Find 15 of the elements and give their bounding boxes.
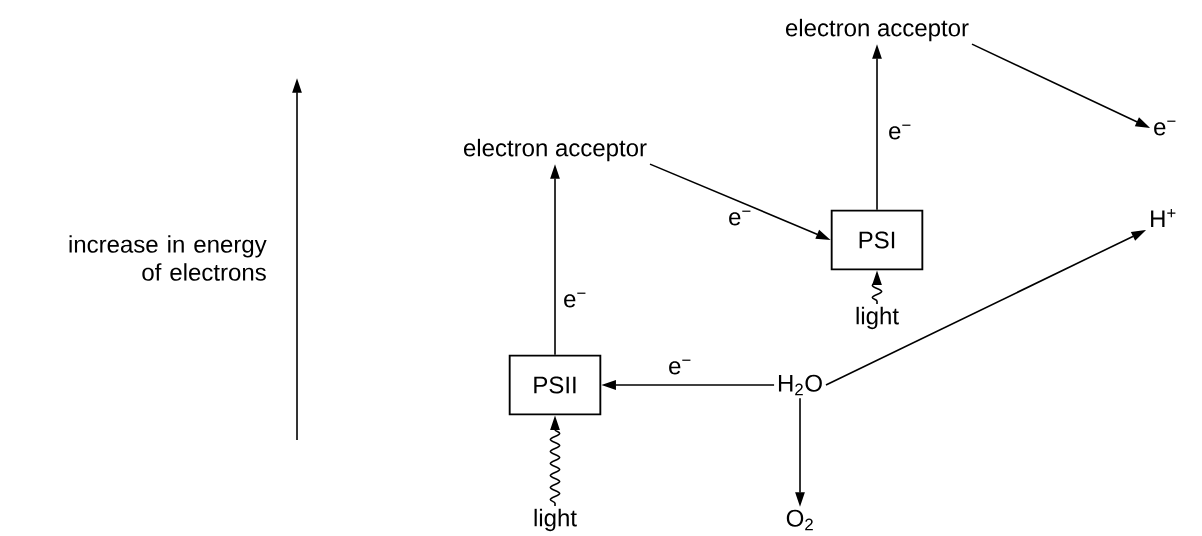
axis-label: increase in energy of electrons [69,235,267,281]
node-label: H$^{+}$ [1151,209,1176,228]
edge-label: e$^{−}$ [666,358,694,376]
node-label: light [534,508,577,532]
process-box: PSII [508,354,602,416]
node-label: electron acceptor [786,18,969,42]
node-label: O$_{2}$ [786,509,813,531]
edge-label: e$^{−}$ [726,209,754,227]
node-label: e$^{−}$ [1154,120,1176,136]
node-label: electron acceptor [464,138,647,162]
edge-label: e$^{−}$ [561,291,589,309]
process-box: PSI [830,209,924,271]
node-label: H$_{2}$O [778,374,822,396]
edge-label: e$^{−}$ [886,123,914,141]
node-label: light [856,306,899,330]
